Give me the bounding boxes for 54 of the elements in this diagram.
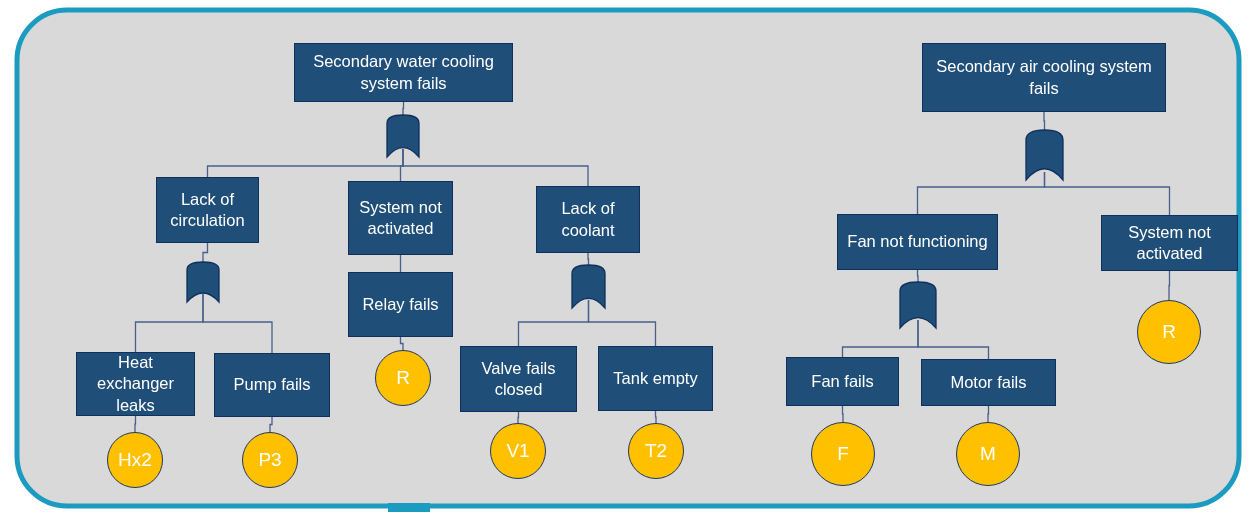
event-box [536, 186, 640, 253]
event-code: M [980, 443, 996, 465]
connector-line [987, 405, 990, 423]
event-label: System not activated [1127, 221, 1212, 264]
event-box [76, 352, 195, 416]
event-code: R [396, 367, 410, 389]
connector-line [269, 416, 273, 433]
connector-line [202, 242, 209, 263]
event-code: F [837, 443, 849, 465]
event-code: V1 [506, 440, 530, 462]
connector-line [517, 411, 520, 424]
event-label: Secondary air cooling system fails [935, 56, 1153, 99]
event-label: System not activated [358, 196, 443, 239]
event-box [214, 353, 330, 417]
event-label: Valve fails closed [480, 357, 557, 400]
event-label: Secondary water cooling system fails [312, 51, 495, 94]
connector-line [1168, 270, 1171, 301]
event-label: Heat exchanger leaks [95, 351, 176, 416]
connector-line [654, 410, 657, 424]
event-label: Fan not functioning [847, 231, 988, 253]
event-box [921, 359, 1056, 406]
connector-line [1043, 111, 1046, 131]
connector-line [134, 415, 137, 433]
connector-line [202, 293, 273, 354]
event-code: Hx2 [118, 449, 152, 471]
connector-line [1043, 171, 1171, 216]
event-box [922, 43, 1166, 112]
event-label: Motor fails [950, 371, 1027, 393]
event-label: Relay fails [362, 293, 439, 315]
event-box [786, 357, 899, 406]
event-label: Lack of circulation [169, 188, 246, 231]
event-box [294, 43, 513, 102]
event-label: Fan fails [811, 370, 874, 392]
connector-line [587, 299, 657, 347]
connector-line [399, 336, 404, 351]
event-box [460, 346, 577, 412]
connector-line [916, 269, 919, 283]
event-label: Tank empty [613, 367, 698, 389]
event-code: P3 [258, 449, 282, 471]
event-code: R [1162, 321, 1176, 343]
event-box [598, 346, 713, 411]
event-code: T2 [644, 440, 668, 462]
connector-line [402, 101, 405, 116]
event-box [156, 177, 259, 243]
event-label: Lack of coolant [560, 198, 616, 241]
event-box [348, 272, 453, 337]
connector-line [841, 405, 844, 423]
event-label: Pump fails [233, 374, 311, 396]
event-box [348, 181, 453, 255]
connector-line [587, 252, 590, 266]
event-box [1101, 215, 1238, 271]
connector-line [402, 148, 589, 187]
event-box [837, 214, 998, 270]
connector-line [917, 319, 990, 360]
